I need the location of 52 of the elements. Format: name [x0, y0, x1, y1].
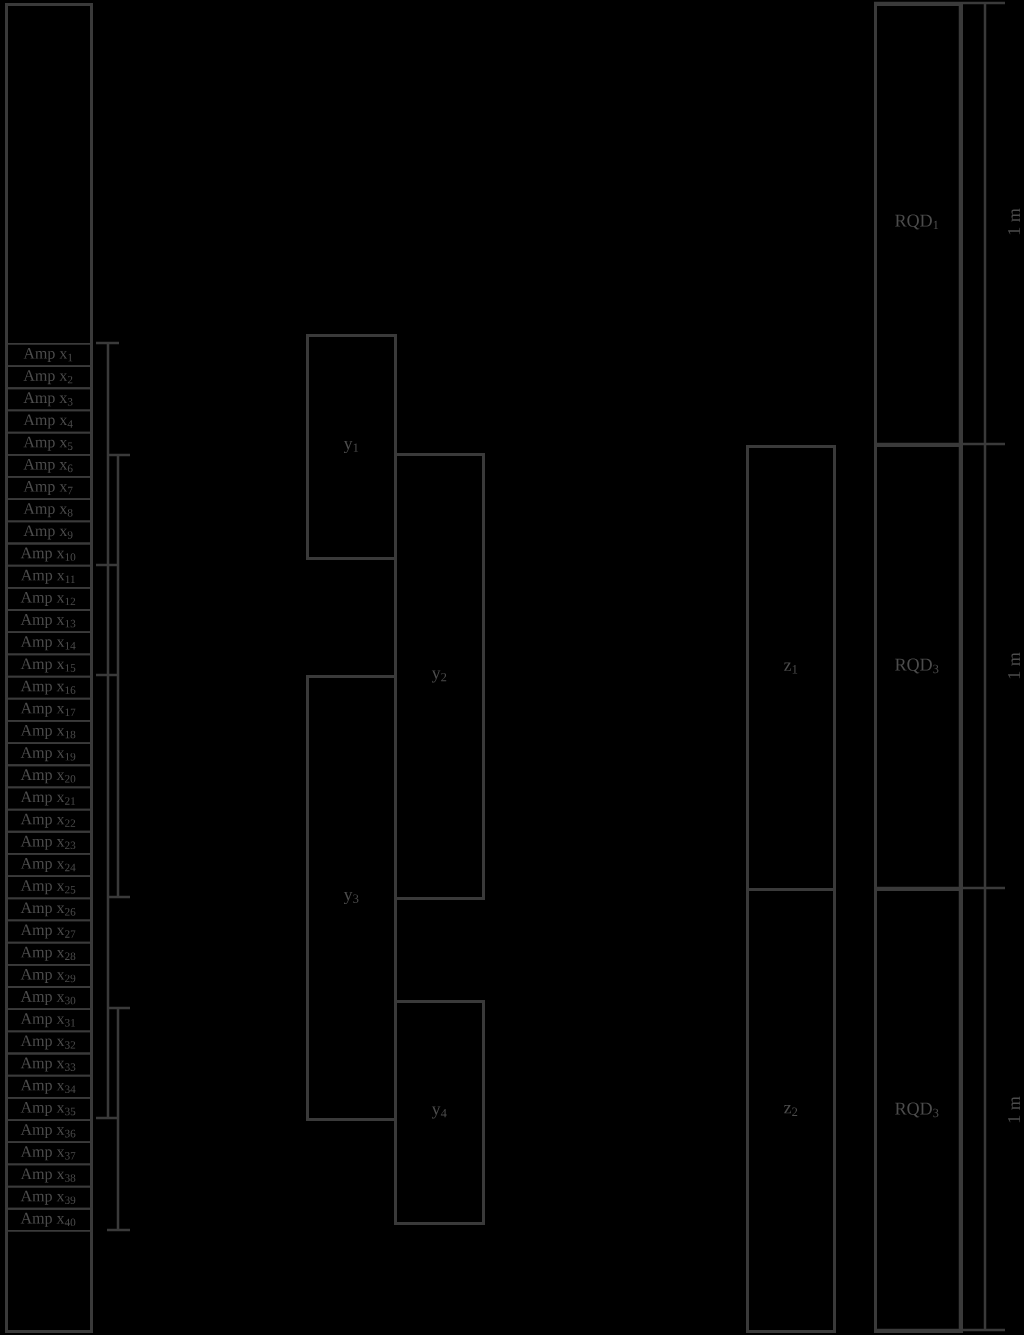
dimension-label: 1 m [1008, 208, 1020, 235]
sample-cell: Amp x$_{8}$ [5, 498, 92, 523]
sample-cell: Amp x$_{28}$ [5, 941, 92, 966]
sample-cell: Amp x$_{11}$ [5, 564, 92, 589]
sample-cell: Amp x$_{2}$ [5, 365, 92, 390]
sample-cell: Amp x$_{5}$ [5, 431, 92, 456]
sample-cell: Amp x$_{19}$ [5, 742, 92, 767]
sample-cell: Amp x$_{40}$ [5, 1207, 92, 1232]
sample-cell: Amp x$_{23}$ [5, 830, 92, 855]
sample-cell: Amp x$_{22}$ [5, 808, 92, 833]
sample-cell: Amp x$_{27}$ [5, 919, 92, 944]
sample-cell: Amp x$_{25}$ [5, 875, 92, 900]
sample-cell: Amp x$_{32}$ [5, 1030, 92, 1055]
sample-cell: Amp x$_{9}$ [5, 520, 92, 545]
sample-cell: Amp x$_{10}$ [5, 542, 92, 567]
rqd-box: RQD$_{3}$ [874, 444, 963, 891]
sample-cell: Amp x$_{4}$ [5, 409, 92, 434]
rqd-box: RQD$_{3}$ [874, 888, 963, 1333]
dimension-label: 1 m [1008, 652, 1020, 679]
sample-cell: Amp x$_{12}$ [5, 586, 92, 611]
interval-box: y$_{4}$ [394, 1000, 485, 1225]
sample-cell: Amp x$_{26}$ [5, 897, 92, 922]
sample-cell: Amp x$_{6}$ [5, 453, 92, 478]
sample-cell: Amp x$_{3}$ [5, 387, 92, 412]
sample-cell: Amp x$_{18}$ [5, 720, 92, 744]
core-column [5, 3, 93, 1333]
sample-cell: Amp x$_{1}$ [5, 343, 92, 367]
sample-cell: Amp x$_{15}$ [5, 653, 92, 678]
sample-cell: Amp x$_{37}$ [5, 1141, 92, 1166]
rqd-box: RQD$_{1}$ [874, 3, 963, 447]
sample-cell: Amp x$_{16}$ [5, 675, 92, 700]
interval-box: y$_{3}$ [306, 675, 397, 1121]
interval-box: y$_{2}$ [394, 453, 485, 900]
dimension-label: 1 m [1008, 1096, 1020, 1123]
sample-cell: Amp x$_{35}$ [5, 1096, 92, 1121]
sample-cell: Amp x$_{39}$ [5, 1185, 92, 1210]
sample-cell: Amp x$_{36}$ [5, 1119, 92, 1144]
sample-cell: Amp x$_{17}$ [5, 697, 92, 722]
sample-cell: Amp x$_{30}$ [5, 986, 92, 1011]
sample-cell: Amp x$_{29}$ [5, 963, 92, 988]
interval-box: z$_{2}$ [746, 888, 836, 1333]
sample-cell: Amp x$_{31}$ [5, 1008, 92, 1033]
interval-box: y$_{1}$ [306, 334, 397, 560]
sample-cell: Amp x$_{24}$ [5, 853, 92, 877]
sample-cell: Amp x$_{13}$ [5, 609, 92, 634]
sample-cell: Amp x$_{14}$ [5, 631, 92, 656]
sample-cell: Amp x$_{20}$ [5, 764, 92, 789]
sample-cell: Amp x$_{33}$ [5, 1052, 92, 1077]
sample-cell: Amp x$_{34}$ [5, 1074, 92, 1099]
sample-cell: Amp x$_{38}$ [5, 1163, 92, 1188]
sample-cell: Amp x$_{21}$ [5, 786, 92, 811]
sample-cell: Amp x$_{7}$ [5, 476, 92, 501]
